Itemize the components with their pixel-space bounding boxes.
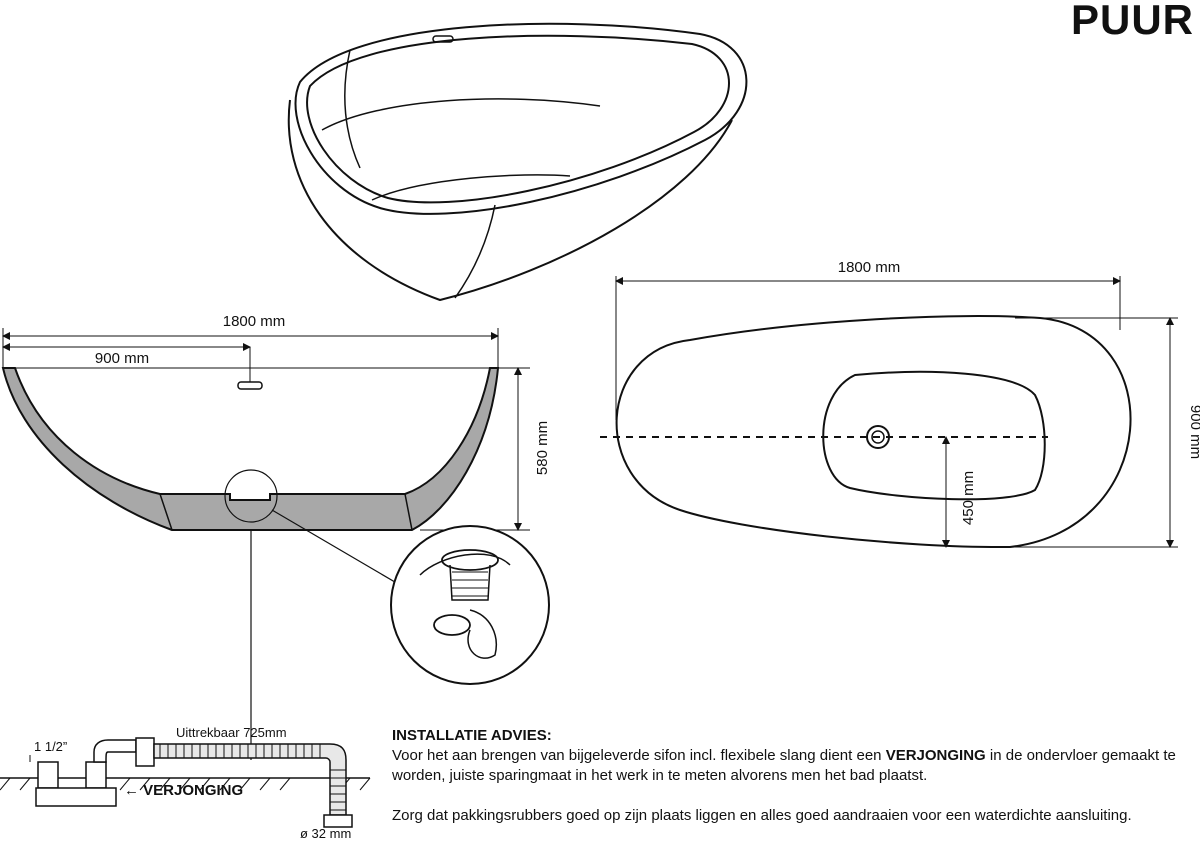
siphon-body (35, 787, 117, 807)
drain-offset-label: 450 mm (960, 471, 977, 525)
drain-detail-circle (224, 469, 278, 523)
detail-tub-surface (419, 553, 511, 576)
flexible-hose (153, 743, 347, 816)
tub-outer-rim (294, 22, 748, 215)
tub-inner-floor-back (321, 98, 601, 131)
overflow-slot (432, 35, 454, 43)
tub-outline-top (615, 315, 1132, 549)
siphon-coupling (135, 737, 155, 767)
siphon-stub-right (85, 761, 107, 789)
bathtub-top-view (600, 276, 1178, 549)
side-width-label: 1800 mm (223, 313, 286, 330)
hose-length-label: Uittrekbaar 725mm (176, 725, 287, 740)
top-width-label: 900 mm (1187, 405, 1200, 459)
siphon-diagram (0, 737, 371, 828)
hose-end-32mm (323, 814, 353, 828)
tub-foot-section (159, 493, 413, 531)
hose-ribs (159, 744, 346, 811)
bathtub-perspective-view (287, 22, 748, 302)
drain-thread (449, 564, 491, 601)
hose-diameter-label: ø 32 mm (300, 826, 351, 841)
drain-inner (871, 430, 885, 444)
siphon-stub-left (37, 761, 59, 789)
advice-p1-end: in de ondervloer gemaakt te worden, juis… (392, 747, 1176, 784)
overflow-detail (237, 381, 263, 390)
advice-heading: INSTALLATIE ADVIES: (392, 727, 552, 744)
tub-inner-curve-left (344, 49, 361, 169)
tub-inner-floor-front (371, 174, 571, 201)
detail-leader-line (271, 509, 401, 586)
drain-thread-lines (452, 571, 488, 597)
bathtub-side-section (1, 328, 530, 760)
side-height-label: 580 mm (534, 421, 551, 475)
side-half-label: 900 mm (95, 350, 149, 367)
drain-elbow (467, 609, 497, 659)
siphon-size-label: 1 1/2” (34, 739, 67, 754)
drain-nut (433, 614, 471, 636)
advice-p1-start: Voor het aan brengen van bijgeleverde si… (392, 747, 886, 764)
brand-logo: PUUR (1070, 0, 1194, 43)
drain-flange (441, 549, 499, 571)
drain-detail-bubble (390, 525, 550, 685)
tub-inner-rim (306, 34, 730, 204)
advice-paragraph-1: Voor het aan brengen van bijgeleverde si… (392, 746, 1198, 786)
tub-basin-top (822, 370, 1046, 501)
advice-p1-emphasis: VERJONGING (885, 747, 986, 764)
installation-advice: INSTALLATIE ADVIES: Voor het aan brengen… (392, 726, 1198, 826)
tub-wall-section (1, 367, 500, 531)
reducer-label: ← VERJONGING (124, 782, 243, 799)
tub-shell-seam (454, 204, 496, 299)
top-length-label: 1800 mm (838, 259, 901, 276)
advice-paragraph-2: Zorg dat pakkingsrubbers goed op zijn pl… (392, 807, 1132, 824)
tub-shell (287, 99, 733, 302)
drain-outer (866, 425, 890, 449)
siphon-elbow (93, 739, 137, 763)
